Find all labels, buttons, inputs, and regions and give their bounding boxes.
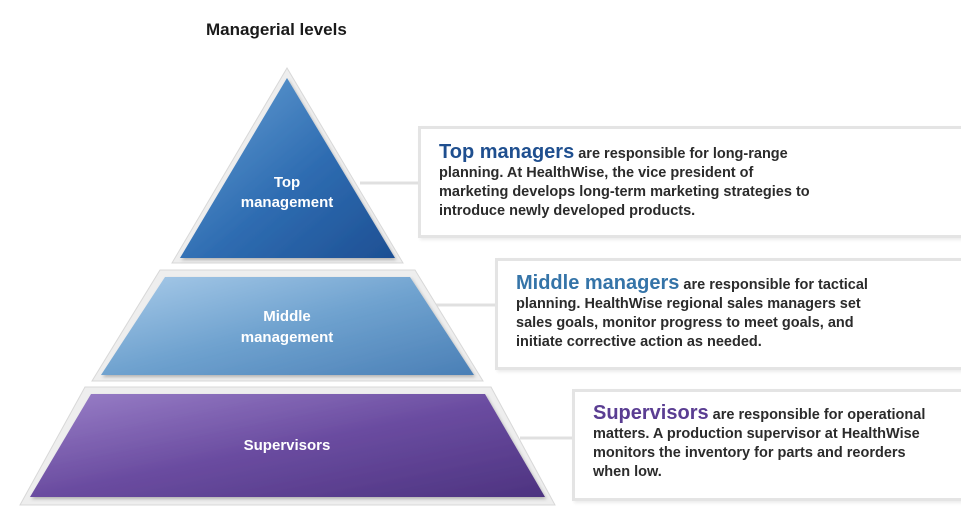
top-tier-shape xyxy=(180,78,395,258)
callout-top-text: Top managers are responsible for long-ra… xyxy=(439,141,819,221)
top-tier-label-line2: management xyxy=(241,194,334,211)
callout-middle-body: are responsible for tactical planning. H… xyxy=(516,277,868,350)
callout-top-box xyxy=(418,126,961,238)
callout-supervisors-box xyxy=(572,389,961,501)
supervisors-tier-shape xyxy=(30,394,545,497)
callout-supervisors-lead: Supervisors xyxy=(593,402,709,424)
middle-tier-shape xyxy=(101,277,474,375)
callout-top-lead: Top managers xyxy=(439,141,575,163)
callout-middle-text: Middle managers are responsible for tact… xyxy=(516,272,896,352)
middle-tier-label-line1: Middle xyxy=(263,308,311,325)
middle-tier-label-line2: management xyxy=(241,329,334,346)
diagram-title: Managerial levels xyxy=(206,20,347,39)
top-tier-label-line1: Top xyxy=(274,174,300,191)
callout-top-body: are responsible for long-range planning.… xyxy=(439,146,810,219)
callout-middle-lead: Middle managers xyxy=(516,272,680,294)
callout-supervisors-text: Supervisors are responsible for operatio… xyxy=(593,402,943,482)
supervisors-tier-label: Supervisors xyxy=(244,437,331,454)
callout-middle-box xyxy=(495,258,961,370)
callout-supervisors-body: are responsible for operational matters.… xyxy=(593,407,926,480)
